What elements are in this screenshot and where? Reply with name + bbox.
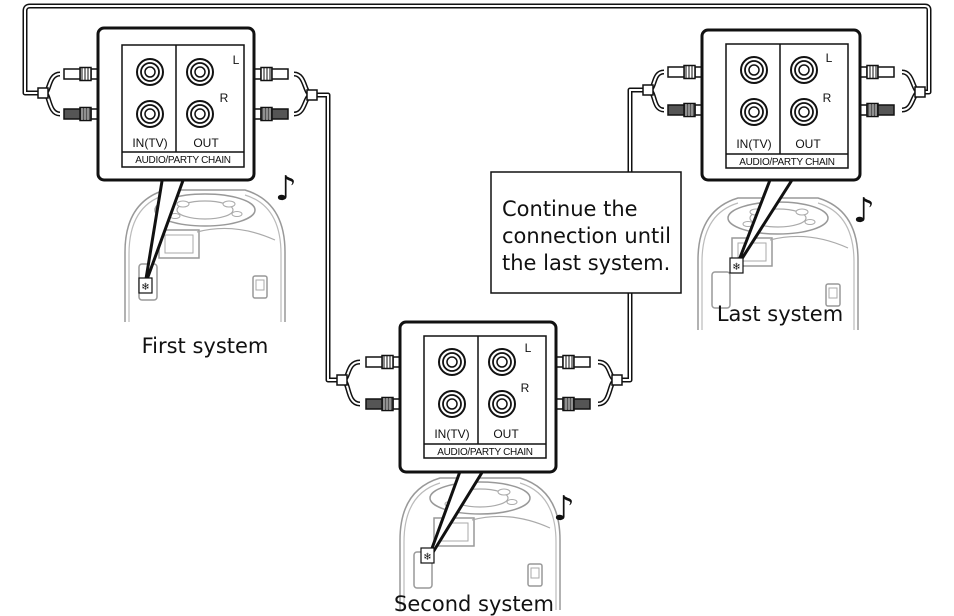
- last-system-panel: L R IN(TV) OUT AUDIO/PARTY CHAIN: [700, 28, 862, 182]
- first-system-panel: L R IN(TV) OUT AUDIO/PARTY CHAIN: [96, 26, 256, 182]
- second-in-plug-red: [365, 396, 401, 412]
- second-out-plug-white: [555, 354, 591, 370]
- left-label: L: [525, 341, 532, 355]
- left-label: L: [826, 51, 833, 65]
- first-out-plug-white: [253, 66, 289, 82]
- chain-label: AUDIO/PARTY CHAIN: [135, 155, 231, 166]
- music-note-icon: ♪: [553, 489, 575, 529]
- last-in-plug-white: [667, 64, 703, 80]
- note-line-3: the last system.: [502, 251, 670, 275]
- first-out-plug-red: [253, 106, 289, 122]
- svg-text:❄: ❄: [732, 262, 740, 273]
- in-label: IN(TV): [736, 137, 771, 151]
- last-system-caption: Last system: [717, 302, 843, 326]
- out-label: OUT: [493, 427, 519, 441]
- right-label: R: [823, 91, 832, 105]
- second-out-l-jack: [488, 348, 516, 376]
- last-out-l-jack: [790, 56, 818, 84]
- last-in-r-jack: [740, 98, 768, 126]
- music-note-icon: ♪: [853, 191, 875, 231]
- first-in-plug-red: [63, 106, 99, 122]
- second-in-plug-white: [365, 354, 401, 370]
- note-line-1: Continue the: [502, 197, 638, 221]
- second-out-plug-red: [555, 396, 591, 412]
- last-in-plug-red: [667, 102, 703, 118]
- music-note-icon: ♪: [275, 169, 297, 209]
- out-label: OUT: [795, 137, 821, 151]
- chain-label: AUDIO/PARTY CHAIN: [739, 157, 835, 168]
- first-in-plug-white: [63, 66, 99, 82]
- first-system-caption: First system: [142, 334, 269, 358]
- second-in-l-jack: [438, 348, 466, 376]
- second-out-r-jack: [488, 390, 516, 418]
- last-in-l-jack: [740, 56, 768, 84]
- svg-text:❄: ❄: [423, 552, 431, 563]
- out-label: OUT: [193, 136, 219, 150]
- cable-junctions: [37, 84, 926, 386]
- first-in-l-jack: [136, 58, 164, 86]
- right-label: R: [220, 91, 229, 105]
- chain-label: AUDIO/PARTY CHAIN: [437, 447, 533, 458]
- note-line-2: connection until: [502, 224, 671, 248]
- last-out-plug-white: [859, 64, 895, 80]
- second-system-panel: L R IN(TV) OUT AUDIO/PARTY CHAIN: [398, 320, 558, 474]
- first-in-r-jack: [136, 100, 164, 128]
- second-system-speaker: [399, 477, 561, 611]
- in-label: IN(TV): [132, 136, 167, 150]
- second-system-caption: Second system: [394, 592, 554, 616]
- right-label: R: [521, 381, 530, 395]
- second-in-r-jack: [438, 390, 466, 418]
- last-out-r-jack: [790, 98, 818, 126]
- first-out-r-jack: [186, 100, 214, 128]
- left-label: L: [233, 53, 240, 67]
- in-label: IN(TV): [434, 427, 469, 441]
- note-box: Continue the connection until the last s…: [490, 171, 682, 294]
- first-out-l-jack: [186, 58, 214, 86]
- svg-text:❄: ❄: [141, 282, 149, 293]
- last-out-plug-red: [859, 102, 895, 118]
